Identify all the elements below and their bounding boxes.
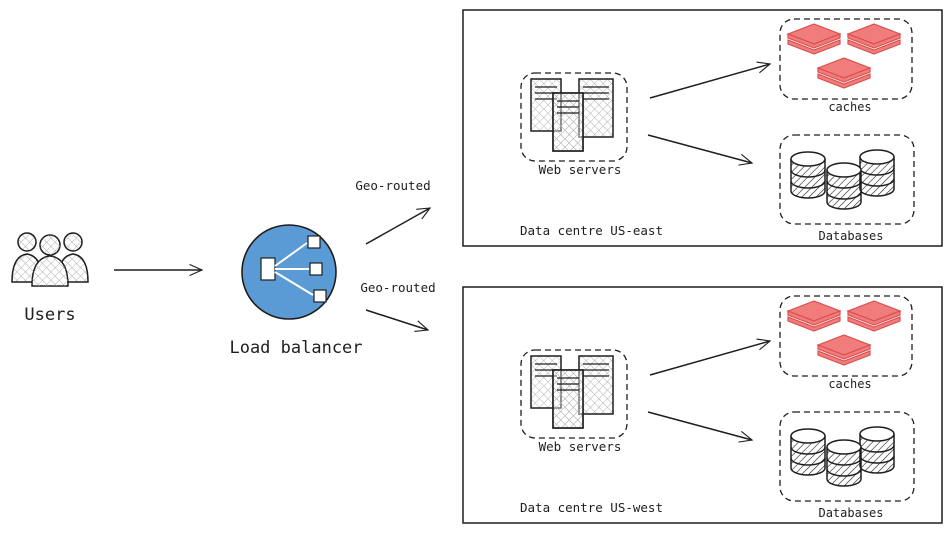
web-servers-icon	[530, 355, 614, 429]
datacentre-us-east: Web servers caches Databases Data centre…	[462, 9, 943, 247]
caches-icon	[787, 23, 901, 89]
web-servers-boundary	[520, 72, 628, 162]
caches-label: caches	[828, 100, 871, 114]
users-icon	[11, 232, 89, 287]
servers-to-databases-arrow	[647, 134, 752, 163]
caches-label: caches	[828, 377, 871, 391]
datacentre-label: Data centre US-west	[520, 500, 663, 515]
caches-icon	[787, 300, 901, 366]
databases-label: Databases	[818, 229, 883, 243]
users-label: Users	[24, 305, 75, 325]
datacentre-us-west: Web servers caches Databases Data centre…	[462, 286, 943, 524]
route-arrow-west	[365, 309, 428, 330]
web-servers-label: Web servers	[539, 162, 622, 177]
route-label-east: Geo-routed	[355, 178, 430, 193]
web-servers-icon	[530, 78, 614, 152]
web-servers-label: Web servers	[539, 439, 622, 454]
caches-boundary	[779, 295, 913, 377]
servers-to-caches-arrow	[649, 341, 770, 376]
databases-icon	[790, 149, 895, 210]
caches-boundary	[779, 18, 913, 100]
databases-icon	[790, 426, 895, 487]
datacentre-label: Data centre US-east	[520, 223, 663, 238]
route-label-west: Geo-routed	[360, 280, 435, 295]
servers-to-databases-arrow	[647, 411, 752, 440]
databases-boundary	[779, 411, 915, 502]
load-balancer-icon	[241, 224, 337, 320]
databases-boundary	[779, 134, 915, 225]
databases-label: Databases	[818, 506, 883, 520]
route-arrow-east	[365, 208, 430, 245]
web-servers-boundary	[520, 349, 628, 439]
load-balancer-label: Load balancer	[229, 338, 362, 358]
servers-to-caches-arrow	[649, 64, 770, 99]
